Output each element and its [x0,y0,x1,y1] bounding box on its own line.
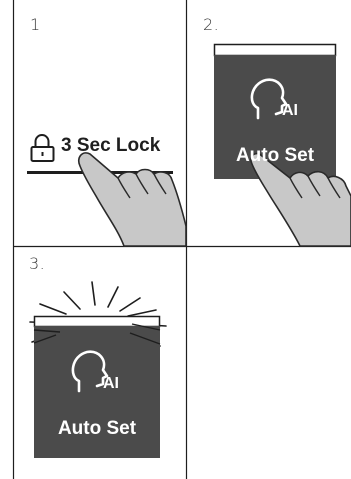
ai-icon-text: AI [282,102,298,120]
ai-icon-text: AI [103,375,119,393]
lock-button-label[interactable]: 3 Sec Lock [61,135,160,157]
pointing-hand-icon [79,153,186,246]
step-number: 2. [203,15,219,34]
panel-top-strip [35,317,160,327]
lock-icon [32,135,54,161]
auto-set-label: Auto Set [214,145,336,167]
panel-top-strip [215,45,336,56]
step-number: 3. [29,254,45,273]
step-number: 1 [30,15,41,34]
auto-set-label: Auto Set [34,418,160,440]
